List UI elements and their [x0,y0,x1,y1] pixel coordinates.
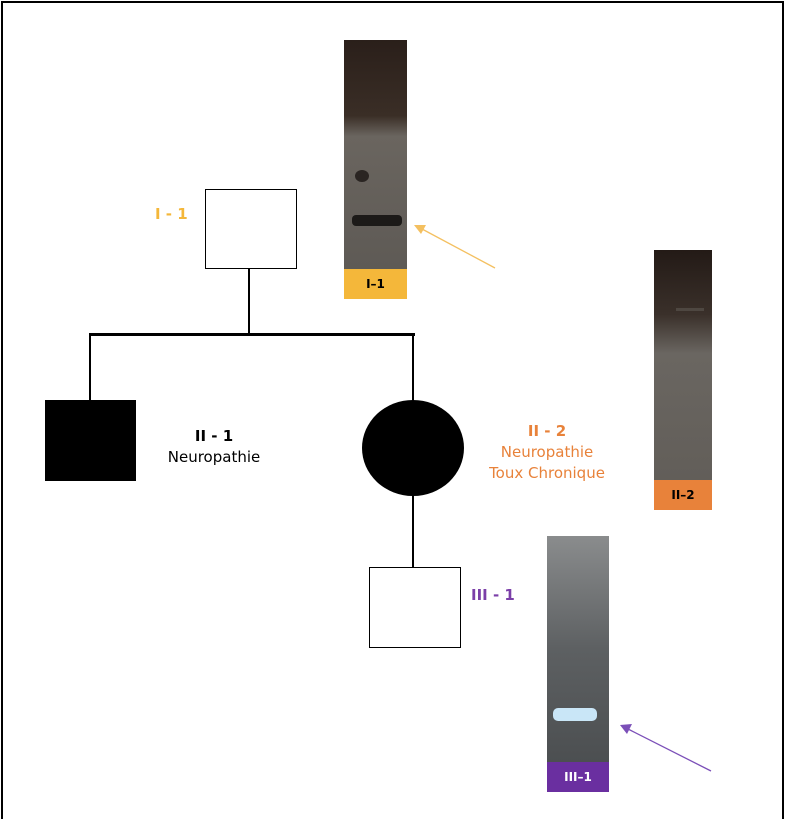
gel-image-I1 [344,40,407,269]
gel-tag-II2: II–2 [654,480,712,510]
symbol-III1-unaffected-male [369,567,461,648]
sibship-line-II [89,333,415,336]
label-II1: II - 1 Neuropathie [154,426,274,468]
gel-image-II2 [654,250,712,480]
gel-strip-III1: III–1 [547,536,609,792]
descent-line-II2 [412,495,414,568]
gel-band-III1 [553,708,597,721]
line-to-II1 [89,333,91,401]
label-III1: III - 1 [471,586,515,604]
gel-tag-I1: I–1 [344,269,407,299]
gel-band-I1 [352,215,402,226]
label-II1-id: II - 1 [194,427,234,445]
gel-band-I1-spot [355,170,369,182]
descent-line-I1 [248,268,250,334]
label-I1: I - 1 [155,205,188,223]
label-II2-id: II - 2 [527,422,567,440]
gel-strip-II2: II–2 [654,250,712,510]
arrow-III1 [620,724,712,772]
label-II1-description: Neuropathie [167,448,261,466]
gel-tag-III1: III–1 [547,762,609,792]
line-to-II2 [412,333,414,401]
label-II2-description-2: Toux Chronique [489,464,605,482]
symbol-I1-unaffected-male [205,189,297,269]
label-II2-description-1: Neuropathie [500,443,594,461]
symbol-II2-affected-female [362,400,464,496]
label-II2: II - 2 Neuropathie Toux Chronique [476,421,618,484]
gel-strip-I1: I–1 [344,40,407,299]
gel-band-II2 [676,308,704,311]
symbol-II1-affected-male [45,400,136,481]
gel-image-III1 [547,536,609,762]
arrow-I1 [414,225,496,269]
